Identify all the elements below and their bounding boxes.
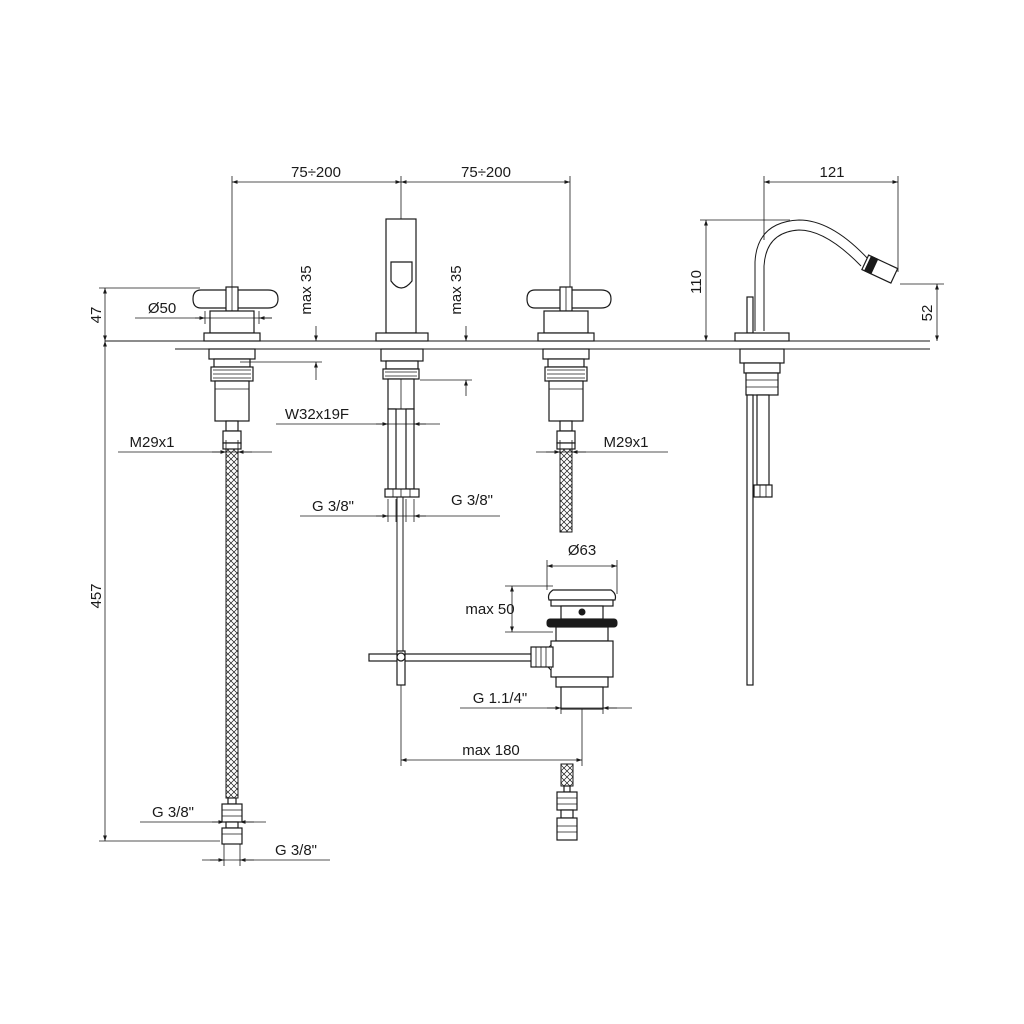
dim-hose-length: 457 (88, 341, 220, 842)
dim-drain-diameter: Ø63 (546, 542, 618, 594)
label-spout-thread: W32x19F (285, 406, 349, 423)
dim-spacing-right: 75÷200 (401, 164, 571, 287)
label-bidet-height: 110 (688, 270, 705, 294)
label-handle-diameter: Ø50 (148, 300, 176, 317)
left-supply-hose (221, 442, 243, 845)
dim-hose-end-lower: G 3/8" (202, 842, 330, 866)
dim-hose-end-upper: G 3/8" (140, 804, 266, 824)
right-supply-hose (556, 442, 576, 533)
label-handle-height: 47 (88, 307, 105, 324)
label-hose-end-lower: G 3/8" (275, 842, 317, 859)
spout-assembly (375, 218, 429, 498)
dim-spout-max35: max 35 (420, 265, 472, 396)
dim-bidet-reach: 121 (763, 164, 899, 272)
label-bidet-outlet-height: 52 (919, 305, 936, 322)
label-drain-thread: G 1.1/4" (473, 690, 528, 707)
dim-drain-max-height: max 50 (465, 585, 553, 633)
dim-left-max35: max 35 (238, 265, 322, 380)
label-drain-diameter: Ø63 (568, 542, 596, 559)
label-spacing-right: 75÷200 (461, 164, 511, 181)
drain-assembly (530, 589, 618, 710)
label-hose-end-upper: G 3/8" (152, 804, 194, 821)
dim-bidet-height: 110 (688, 219, 790, 341)
dim-spout-connections: G 3/8" G 3/8" (300, 492, 500, 522)
popup-rod (368, 497, 540, 686)
bidet-mixer (734, 219, 899, 686)
dim-spout-thread: W32x19F (276, 406, 440, 430)
dim-right-valve-thread: M29x1 (536, 434, 668, 458)
lower-hose-connector (556, 763, 578, 841)
label-drain-max-length: max 180 (462, 742, 520, 759)
dim-spacing-left: 75÷200 (231, 164, 402, 287)
label-spout-conn-right: G 3/8" (451, 492, 493, 509)
label-bidet-reach: 121 (819, 164, 844, 181)
left-valve-assembly (192, 286, 279, 444)
label-left-valve-thread: M29x1 (129, 434, 174, 451)
label-hose-length: 457 (88, 583, 105, 608)
label-left-max35: max 35 (298, 265, 315, 314)
dim-left-valve-thread: M29x1 (118, 434, 272, 458)
countertop (105, 340, 930, 350)
label-drain-max-height: max 50 (465, 601, 514, 618)
dim-drain-thread: G 1.1/4" (460, 690, 632, 714)
label-spout-max35: max 35 (448, 265, 465, 314)
dim-handle-height: 47 (88, 287, 200, 341)
right-valve-assembly (526, 286, 612, 444)
label-spacing-left: 75÷200 (291, 164, 341, 181)
dim-drain-max-length: max 180 (400, 685, 583, 766)
label-spout-conn-left: G 3/8" (312, 498, 354, 515)
dim-handle-diameter: Ø50 (135, 300, 272, 324)
label-right-valve-thread: M29x1 (603, 434, 648, 451)
dim-bidet-outlet-height: 52 (900, 283, 944, 341)
